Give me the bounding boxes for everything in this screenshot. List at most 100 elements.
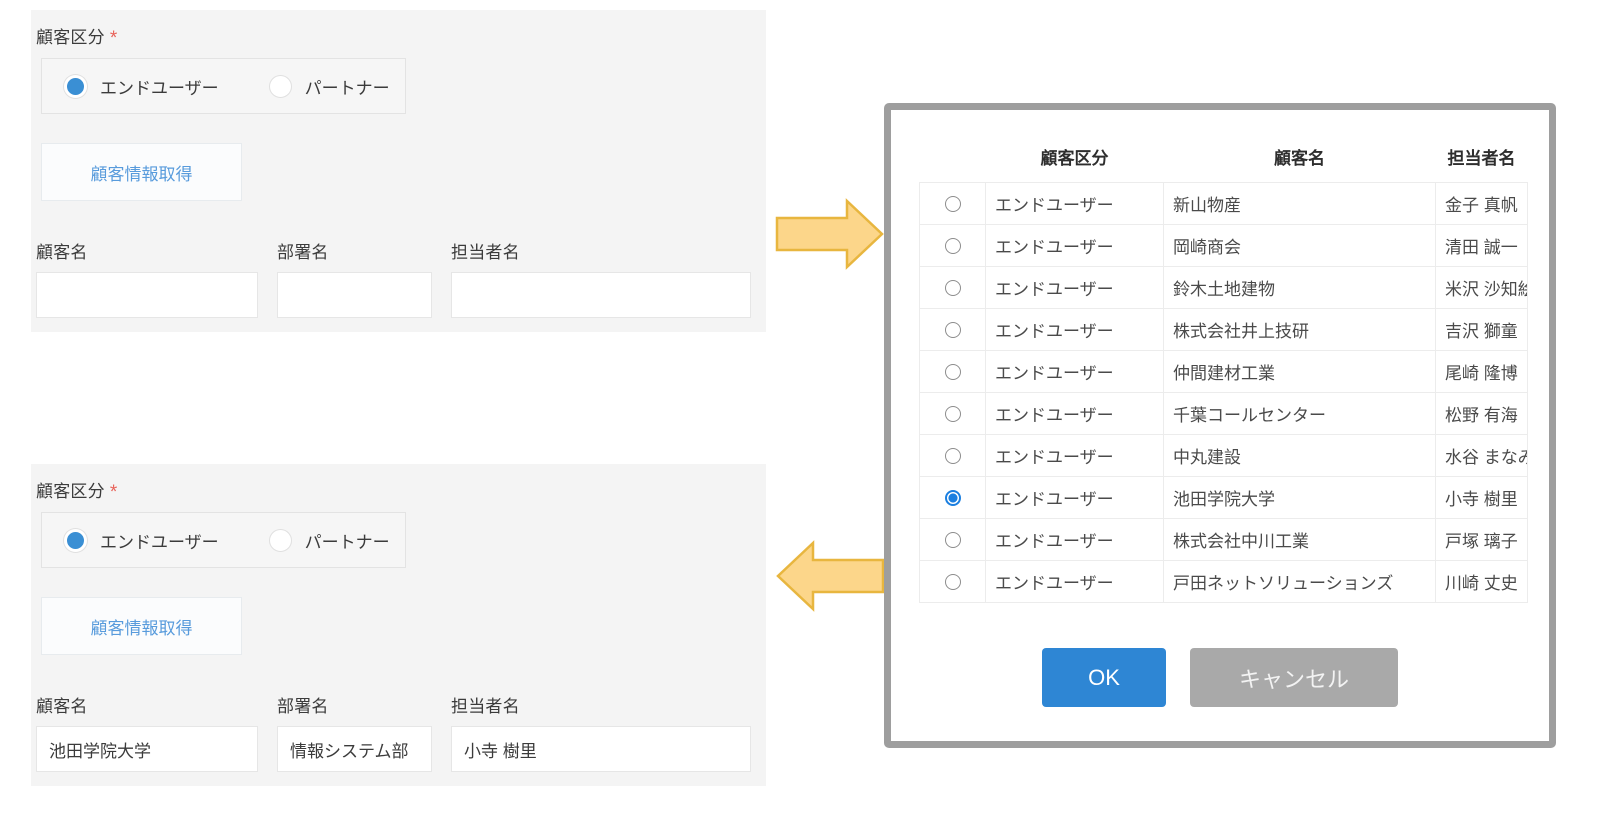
customer-picker-dialog: 顧客区分 顧客名 担当者名 エンドユーザー新山物産金子 真帆エンドユーザー岡崎商… — [884, 103, 1556, 748]
ok-button[interactable]: OK — [1042, 648, 1166, 707]
label-staff-name-bottom: 担当者名 — [451, 697, 520, 716]
customer-table-head: 顧客区分 顧客名 担当者名 — [920, 144, 1528, 183]
cell-kubun: エンドユーザー — [985, 266, 1164, 309]
row-select-cell[interactable] — [919, 560, 986, 603]
input-department-bottom[interactable]: 情報システム部 — [277, 726, 432, 772]
label-customer-name-top: 顧客名 — [36, 243, 88, 262]
radio-label-partner: パートナー — [304, 78, 390, 98]
cell-kubun: エンドユーザー — [985, 392, 1164, 435]
radio-option-partner-bottom[interactable]: パートナー — [268, 528, 390, 553]
radio-unselected-icon[interactable] — [944, 196, 961, 213]
radio-label-end-user-bottom: エンドユーザー — [100, 532, 219, 552]
radio-option-end-user-bottom[interactable]: エンドユーザー — [64, 528, 219, 553]
cell-customer-name: 池田学院大学 — [1163, 476, 1436, 519]
cell-customer-name: 株式会社中川工業 — [1163, 518, 1436, 561]
radio-dot-unselected-icon-bottom[interactable] — [268, 528, 292, 552]
kubun-label: 顧客区分* — [36, 23, 117, 50]
table-row[interactable]: エンドユーザー戸田ネットソリューションズ川崎 丈史 — [919, 560, 1528, 603]
cell-staff-name: 川崎 丈史 — [1435, 560, 1528, 603]
label-department-top: 部署名 — [277, 243, 329, 262]
cell-staff-name: 水谷 まなみ — [1435, 434, 1528, 477]
cell-staff-name: 小寺 樹里 — [1435, 476, 1528, 519]
cell-staff-name: 尾崎 隆博 — [1435, 350, 1528, 393]
cell-kubun: エンドユーザー — [985, 182, 1164, 225]
cell-staff-name: 松野 有海 — [1435, 392, 1528, 435]
input-department-top[interactable] — [277, 272, 432, 318]
input-customer-name-bottom[interactable]: 池田学院大学 — [36, 726, 258, 772]
table-row[interactable]: エンドユーザー株式会社井上技研吉沢 獅童 — [919, 308, 1528, 351]
cell-kubun: エンドユーザー — [985, 560, 1164, 603]
cell-customer-name: 鈴木土地建物 — [1163, 266, 1436, 309]
cell-customer-name: 中丸建設 — [1163, 434, 1436, 477]
row-select-cell[interactable] — [919, 308, 986, 351]
cell-kubun: エンドユーザー — [985, 308, 1164, 351]
cell-customer-name: 岡崎商会 — [1163, 224, 1436, 267]
row-select-cell[interactable] — [919, 518, 986, 561]
radio-dot-selected-icon[interactable] — [64, 74, 87, 98]
row-select-cell[interactable] — [919, 476, 986, 519]
radio-unselected-icon[interactable] — [944, 574, 961, 591]
th-select — [920, 144, 986, 183]
radio-dot-unselected-icon[interactable] — [268, 74, 292, 98]
kubun-radio-group-top[interactable]: エンドユーザー パートナー — [41, 58, 406, 114]
radio-selected-icon[interactable] — [944, 490, 961, 507]
customer-table: 顧客区分 顧客名 担当者名 エンドユーザー新山物産金子 真帆エンドユーザー岡崎商… — [919, 144, 1528, 603]
input-staff-name-bottom[interactable]: 小寺 樹里 — [451, 726, 751, 772]
kubun-radio-group-bottom[interactable]: エンドユーザー パートナー — [41, 512, 406, 568]
radio-unselected-icon[interactable] — [944, 280, 961, 297]
fetch-customer-info-button-bottom[interactable]: 顧客情報取得 — [41, 597, 242, 655]
radio-unselected-icon[interactable] — [944, 406, 961, 423]
cell-staff-name: 戸塚 璃子 — [1435, 518, 1528, 561]
fetch-customer-info-button-top[interactable]: 顧客情報取得 — [41, 143, 242, 201]
radio-option-partner-top[interactable]: パートナー — [268, 74, 390, 99]
flow-arrow-from-dialog-icon — [776, 540, 885, 612]
flow-arrow-to-dialog-icon — [775, 198, 884, 270]
label-staff-name-top: 担当者名 — [451, 243, 520, 262]
row-select-cell[interactable] — [919, 392, 986, 435]
input-staff-name-top[interactable] — [451, 272, 751, 318]
cancel-button[interactable]: キャンセル — [1190, 648, 1398, 707]
table-row[interactable]: エンドユーザー岡崎商会清田 誠一 — [919, 224, 1528, 267]
radio-unselected-icon[interactable] — [944, 532, 961, 549]
fetch-button-label-bottom: 顧客情報取得 — [90, 618, 193, 638]
row-select-cell[interactable] — [919, 350, 986, 393]
radio-label-end-user: エンドユーザー — [100, 78, 219, 98]
table-row[interactable]: エンドユーザー株式会社中川工業戸塚 璃子 — [919, 518, 1528, 561]
th-kubun: 顧客区分 — [1040, 149, 1109, 168]
cell-kubun: エンドユーザー — [985, 476, 1164, 519]
table-row[interactable]: エンドユーザー仲間建材工業尾崎 隆博 — [919, 350, 1528, 393]
row-select-cell[interactable] — [919, 266, 986, 309]
radio-unselected-icon[interactable] — [944, 448, 961, 465]
cell-kubun: エンドユーザー — [985, 518, 1164, 561]
customer-form-filled: 顧客区分* エンドユーザー パートナー 顧客情報取得 顧客名 部署名 担当者名 … — [31, 464, 766, 786]
row-select-cell[interactable] — [919, 224, 986, 267]
th-staff: 担当者名 — [1447, 149, 1516, 168]
radio-option-end-user-top[interactable]: エンドユーザー — [64, 74, 219, 99]
radio-dot-selected-icon-bottom[interactable] — [64, 528, 87, 552]
label-department-bottom: 部署名 — [277, 697, 329, 716]
row-select-cell[interactable] — [919, 182, 986, 225]
dialog-body: 顧客区分 顧客名 担当者名 エンドユーザー新山物産金子 真帆エンドユーザー岡崎商… — [891, 110, 1549, 741]
cell-staff-name: 清田 誠一 — [1435, 224, 1528, 267]
table-row[interactable]: エンドユーザー鈴木土地建物米沢 沙知絵 — [919, 266, 1528, 309]
table-row[interactable]: エンドユーザー新山物産金子 真帆 — [919, 182, 1528, 225]
table-row[interactable]: エンドユーザー千葉コールセンター松野 有海 — [919, 392, 1528, 435]
radio-label-partner-bottom: パートナー — [304, 532, 390, 552]
cell-kubun: エンドユーザー — [985, 224, 1164, 267]
radio-unselected-icon[interactable] — [944, 364, 961, 381]
table-row[interactable]: エンドユーザー池田学院大学小寺 樹里 — [919, 476, 1528, 519]
required-asterisk-icon-bottom: * — [109, 482, 118, 503]
kubun-label-text-bottom: 顧客区分 — [36, 482, 105, 501]
radio-unselected-icon[interactable] — [944, 238, 961, 255]
cell-customer-name: 株式会社井上技研 — [1163, 308, 1436, 351]
fetch-button-label: 顧客情報取得 — [90, 164, 193, 184]
customer-form-empty: 顧客区分* エンドユーザー パートナー 顧客情報取得 顧客名 部署名 担当者名 — [31, 10, 766, 332]
cell-customer-name: 千葉コールセンター — [1163, 392, 1436, 435]
kubun-label-text: 顧客区分 — [36, 28, 105, 47]
row-select-cell[interactable] — [919, 434, 986, 477]
table-row[interactable]: エンドユーザー中丸建設水谷 まなみ — [919, 434, 1528, 477]
radio-unselected-icon[interactable] — [944, 322, 961, 339]
input-customer-name-top[interactable] — [36, 272, 258, 318]
th-name: 顧客名 — [1274, 149, 1325, 168]
